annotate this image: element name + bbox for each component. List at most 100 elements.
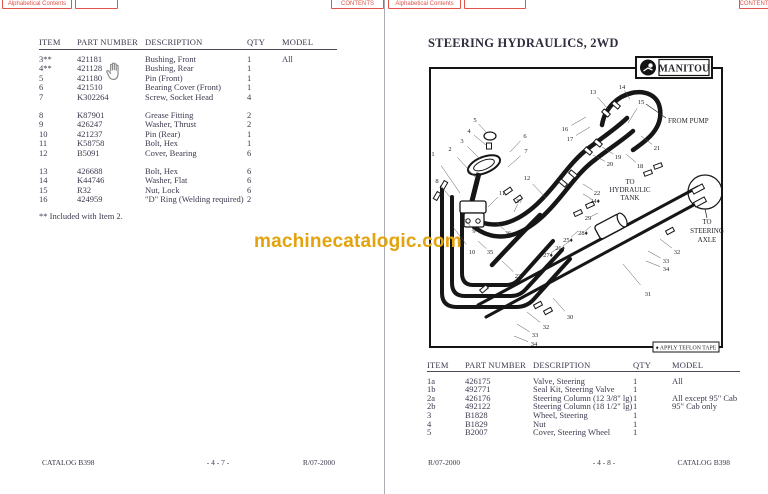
cell: 13 [39,165,48,176]
callout-number: 31 [645,291,652,298]
footer-catalog: CATALOG B398 [42,458,95,467]
nav-button-alphabetical-contents-left[interactable]: Alphabetical Contents [2,0,72,9]
cell: 8 [39,109,44,120]
cell: Steering Column (12 3/8" lg) [533,392,633,403]
cell: Bushing, Front [145,53,197,64]
cell: Wheel, Steering [533,409,588,420]
cell: 1 [633,418,638,429]
fittings-art [432,100,676,316]
callout-number: 28♦ [578,230,589,237]
cell: Steering Column (18 1/2" lg) [533,401,633,412]
cell [282,186,337,196]
nav-button-alphabetical-contents-right[interactable]: Alphabetical Contents [388,0,461,9]
cell: 95" Cab only [672,401,718,412]
callout-number: 17 [567,136,574,143]
footer-catalog: CATALOG B398 [677,458,730,467]
cell: Washer, Flat [145,175,188,186]
cell: 1 [633,375,638,386]
callout-number: 33 [663,258,670,265]
cell: R32 [77,184,92,195]
cell: 7 [39,91,44,102]
callout-number: 19 [615,154,622,161]
callout-number: 25♦ [563,237,574,244]
cell: 14 [39,175,48,186]
cell [282,195,337,205]
callout-number: 27♦ [543,252,554,259]
cell: K58758 [77,138,105,149]
callout-number: 13 [590,89,597,96]
callout-numbers: 123456789101112131415161718192021222324♦… [431,84,680,348]
cell: 9 [39,119,44,130]
callout-number: 2 [448,146,451,153]
callout-number: 7 [524,148,528,155]
hand-cursor-icon [106,62,119,80]
cell: Pin (Front) [145,72,183,83]
svg-text:HYDRAULIC: HYDRAULIC [609,186,651,194]
column-header: DESCRIPTION [145,37,203,47]
cell: 426175 [465,375,491,386]
table-row: 14 K44746 Washer, Flat 6 [39,176,337,186]
nav-button-contents-center[interactable]: CONTENTS [331,0,384,9]
callout-number: 1 [431,151,434,158]
cell: 421180 [77,72,103,83]
callout-number: 3 [460,138,463,145]
column-header: PART NUMBER [465,360,526,370]
callout-number: 16 [562,126,569,133]
callout-number: 35 [487,249,494,256]
cell: 4 [427,418,432,429]
cell: 6 [247,165,252,176]
cell [672,420,740,429]
cell: Bushing, Rear [145,63,194,74]
callout-number: 8 [435,178,438,185]
cell: 2b [427,401,436,412]
cell: 6 [247,184,252,195]
cell: 421128 [77,63,103,74]
column-header: ITEM [427,360,449,370]
cell: 492122 [465,401,491,412]
svg-text:♦ APPLY TEFLON TAPE: ♦ APPLY TEFLON TAPE [656,346,717,352]
column-header: DESCRIPTION [533,360,591,370]
cell: 2 [247,194,252,205]
cell: 1 [633,427,638,438]
cell: 11 [39,138,48,149]
callout-number: 6 [523,133,527,140]
nav-button-blank-right[interactable] [464,0,526,9]
cell: Grease Fitting [145,109,194,120]
cell: 15 [39,184,48,195]
cell: 1 [247,63,252,74]
cell: 16 [39,194,48,205]
cell [282,111,337,121]
nav-button-contents-far-right[interactable]: CONTENTS [739,0,768,9]
cell [282,176,337,186]
callout-number: 9 [472,228,475,235]
steering-hydraulics-diagram: MANITOU FROM PUMP TO HYDRAULIC TANK TO S… [429,56,724,353]
teflon-tape-note: ♦ APPLY TEFLON TAPE [652,341,720,353]
cell: 492771 [465,384,491,395]
cell: Cover, Steering Wheel [533,427,611,438]
diagram-frame [429,67,723,348]
column-header: MODEL [282,37,314,47]
cell: Washer, Thrust [145,119,197,130]
nav-button-blank-left[interactable] [75,0,118,9]
cell [282,149,337,159]
cell: 1 [633,401,638,412]
svg-text:TANK: TANK [621,194,640,202]
cell: 426688 [77,165,103,176]
cell [282,130,337,140]
cell: K44746 [77,175,105,186]
cell: 1 [247,128,252,139]
cell: 2 [247,119,252,130]
cell: 3** [39,53,52,64]
column-header: PART NUMBER [77,37,138,47]
cell: B1829 [465,418,488,429]
cell: 6 [247,175,252,186]
label-to-tank: TO [625,178,634,186]
